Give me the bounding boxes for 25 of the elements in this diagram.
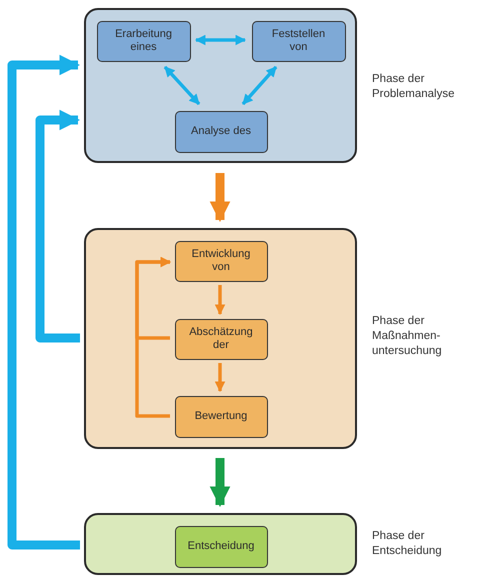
arrow bbox=[135, 256, 172, 418]
phase-label: Phase der Maßnahmen- untersuchung bbox=[372, 314, 443, 359]
process-box bbox=[174, 396, 268, 438]
arrow bbox=[36, 110, 80, 342]
box-label: Entscheidung bbox=[188, 540, 254, 553]
phase-label: Phase der Entscheidung bbox=[372, 529, 443, 559]
arrow bbox=[210, 173, 230, 222]
arrow bbox=[8, 54, 80, 550]
process-box bbox=[252, 20, 346, 62]
box-label: Bewertung bbox=[194, 410, 248, 423]
process-box bbox=[96, 20, 190, 62]
process-box bbox=[174, 526, 268, 568]
process-box bbox=[174, 318, 268, 360]
arrow bbox=[242, 66, 278, 106]
phase-label: Phase der Problemanalyse bbox=[372, 72, 456, 102]
box-label: Feststellen von bbox=[270, 28, 326, 54]
box-label: Analyse des bbox=[191, 125, 251, 138]
box-label: Entwicklung von bbox=[190, 248, 252, 274]
box-label: Abschätzung der bbox=[188, 326, 254, 352]
process-box bbox=[174, 110, 268, 152]
process-box bbox=[174, 240, 268, 282]
arrow bbox=[164, 66, 200, 106]
arrow bbox=[194, 34, 246, 46]
box-label: Erarbeitung eines bbox=[114, 28, 173, 54]
arrow bbox=[210, 458, 230, 508]
